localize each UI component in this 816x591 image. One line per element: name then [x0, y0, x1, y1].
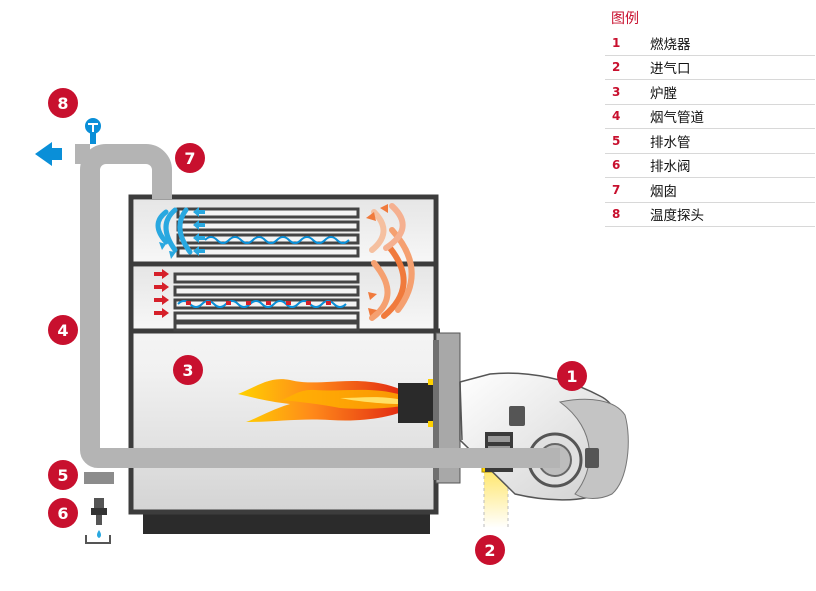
arrow-left-icon	[35, 142, 52, 166]
legend-item-label: 烟气管道	[650, 110, 704, 127]
legend-item: 6 排水阀	[605, 154, 815, 178]
blue-flow-arrows	[193, 207, 205, 256]
legend-item: 1 燃烧器	[605, 31, 815, 56]
drain-basin	[85, 535, 111, 544]
legend-item-label: 燃烧器	[650, 36, 691, 53]
boiler-base	[143, 512, 430, 534]
svg-text:6: 6	[57, 504, 68, 523]
probe-icon	[85, 118, 101, 144]
legend-item: 5 排水管	[605, 129, 815, 154]
badge-4: 4	[48, 315, 78, 345]
badge-3: 3	[173, 355, 203, 385]
legend-item: 2 进气口	[605, 56, 815, 80]
hot-gas-arcs	[369, 203, 415, 321]
flue-duct	[80, 144, 560, 468]
svg-text:1: 1	[566, 367, 577, 386]
svg-text:2: 2	[484, 541, 495, 560]
lower-water-wave	[177, 300, 347, 308]
svg-text:8: 8	[57, 94, 68, 113]
legend-item: 7 烟囱	[605, 178, 815, 203]
lower-hot-dashes	[186, 301, 331, 305]
badge-1: 1	[557, 361, 587, 391]
legend-item-number: 2	[612, 60, 621, 75]
legend-item-number: 4	[612, 109, 621, 124]
flame	[238, 379, 402, 422]
legend-item-number: 3	[612, 84, 621, 99]
water-drop-icon	[97, 530, 101, 538]
legend-title: 图例	[611, 11, 639, 27]
drain-pipe	[84, 472, 114, 484]
legend-item-number: 1	[612, 35, 621, 50]
legend-item-label: 排水管	[650, 134, 691, 151]
badge-8: 8	[48, 88, 78, 118]
hot-gas-arrows	[366, 204, 388, 316]
legend-item: 3 炉膛	[605, 80, 815, 105]
burner-housing	[459, 372, 629, 501]
red-flow-arrows	[154, 269, 169, 318]
legend-item-label: 温度探头	[650, 208, 704, 225]
legend-item: 4 烟气管道	[605, 105, 815, 129]
legend-item: 8 温度探头	[605, 203, 815, 227]
svg-text:5: 5	[57, 466, 68, 485]
legend-item-label: 进气口	[650, 61, 691, 78]
svg-text:7: 7	[184, 149, 195, 168]
badge-7: 7	[175, 143, 205, 173]
legend-item-number: 6	[612, 158, 621, 173]
legend-item-number: 8	[612, 207, 621, 222]
legend-item-label: 炉膛	[650, 85, 677, 102]
flue-gas-arcs	[155, 207, 193, 255]
legend-item-label: 烟囱	[650, 183, 677, 200]
badge-5: 5	[48, 460, 78, 490]
badge-2: 2	[475, 535, 505, 565]
legend-item-label: 排水阀	[650, 159, 691, 176]
upper-water-wave	[204, 236, 350, 244]
legend-item-number: 7	[612, 182, 621, 197]
svg-text:3: 3	[182, 361, 193, 380]
legend-item-number: 5	[612, 133, 621, 148]
valve-icon	[91, 498, 107, 525]
svg-text:4: 4	[57, 321, 68, 340]
badge-6: 6	[48, 498, 78, 528]
legend: 图例 1 燃烧器 2 进气口 3 炉膛 4 烟气管道 5 排水管 6 排水阀 7 烟囱 8 温度…	[605, 8, 815, 227]
